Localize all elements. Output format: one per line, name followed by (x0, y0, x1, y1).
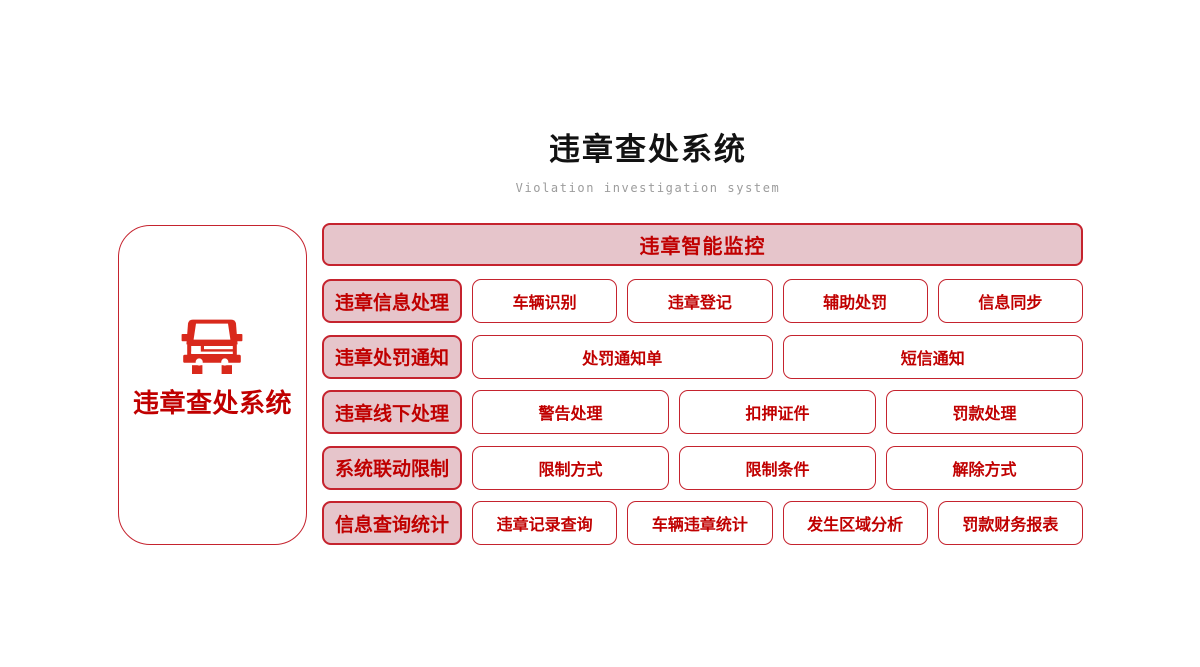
row-items: 限制方式限制条件解除方式 (472, 445, 1083, 490)
item-box: 罚款财务报表 (937, 501, 1083, 545)
row: 信息查询统计违章记录查询车辆违章统计发生区域分析罚款财务报表 (322, 501, 1083, 545)
item-box: 短信通知 (782, 334, 1083, 379)
monitor-banner: 违章智能监控 (322, 223, 1083, 266)
row: 违章线下处理警告处理扣押证件罚款处理 (322, 390, 1083, 434)
feature-grid: 违章智能监控 违章信息处理车辆识别违章登记辅助处罚信息同步违章处罚通知处罚通知单… (322, 223, 1083, 545)
item-box: 辅助处罚 (782, 279, 928, 323)
item-box: 解除方式 (886, 445, 1083, 490)
item-box: 信息同步 (937, 279, 1083, 323)
item-box: 发生区域分析 (782, 501, 928, 545)
row-label: 违章处罚通知 (322, 334, 462, 379)
item-box: 警告处理 (472, 390, 669, 434)
row-label: 违章线下处理 (322, 390, 462, 434)
row-items: 警告处理扣押证件罚款处理 (472, 390, 1083, 434)
row-label: 系统联动限制 (322, 445, 462, 490)
row: 违章信息处理车辆识别违章登记辅助处罚信息同步 (322, 279, 1083, 323)
row-items: 车辆识别违章登记辅助处罚信息同步 (472, 279, 1083, 323)
system-panel: 违章查处系统 (118, 225, 307, 545)
item-box: 扣押证件 (679, 390, 876, 434)
item-box: 违章登记 (627, 279, 773, 323)
page-subtitle: Violation investigation system (515, 181, 781, 195)
item-box: 车辆识别 (472, 279, 618, 323)
system-panel-content: 违章查处系统 (133, 318, 292, 420)
row: 违章处罚通知处罚通知单短信通知 (322, 334, 1083, 379)
row-items: 处罚通知单短信通知 (472, 334, 1083, 379)
item-box: 车辆违章统计 (627, 501, 773, 545)
page-title: 违章查处系统 (549, 132, 747, 168)
row-items: 违章记录查询车辆违章统计发生区域分析罚款财务报表 (472, 501, 1083, 545)
system-panel-label: 违章查处系统 (132, 389, 292, 419)
row: 系统联动限制限制方式限制条件解除方式 (322, 445, 1083, 490)
item-box: 罚款处理 (886, 390, 1083, 434)
rows: 违章信息处理车辆识别违章登记辅助处罚信息同步违章处罚通知处罚通知单短信通知违章线… (322, 279, 1083, 545)
item-box: 限制方式 (472, 445, 669, 490)
row-label: 违章信息处理 (322, 279, 462, 323)
car-icon (180, 318, 244, 374)
row-label: 信息查询统计 (322, 501, 462, 545)
item-box: 违章记录查询 (472, 501, 618, 545)
item-box: 限制条件 (679, 445, 876, 490)
item-box: 处罚通知单 (472, 334, 773, 379)
